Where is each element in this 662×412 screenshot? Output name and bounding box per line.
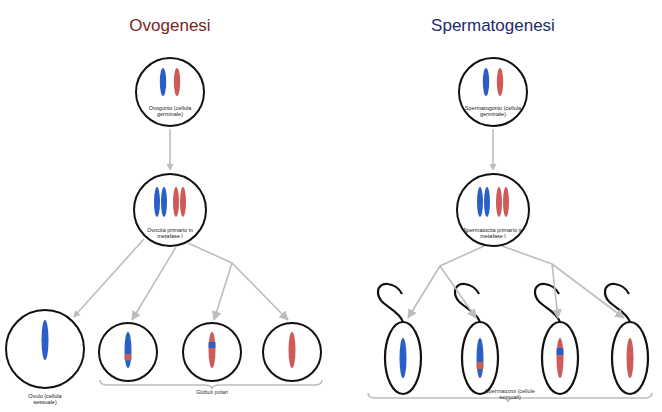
division-arrow — [492, 129, 494, 165]
cell-circle: Spermatocita primario in metafase I — [456, 173, 530, 247]
arrow-head — [490, 164, 497, 171]
cell-circle: Spermatogonio (cellula germinale) — [458, 57, 528, 127]
arrow-head — [73, 310, 80, 318]
chromosomes — [42, 68, 510, 381]
section-heading: Spermatogenesi — [383, 16, 603, 36]
cell-label: Spermatogonio (cellula germinale) — [463, 105, 523, 118]
division-lines — [132, 243, 624, 320]
chromosomes — [400, 338, 634, 378]
group-label: Globuli polari — [167, 389, 257, 395]
division-arrow — [77, 239, 144, 313]
cell-label: Ovulo (cellula sessuale) — [17, 393, 73, 406]
arrow-head — [167, 164, 174, 171]
cell-label: Ovocita primario in metafase I — [141, 227, 199, 240]
bracket — [100, 380, 652, 402]
section-heading: Ovogenesi — [60, 16, 280, 36]
cell-label: Ovogonio (cellula germinale) — [141, 105, 199, 118]
cell-circle: Ovulo (cellula sessuale) — [5, 309, 85, 389]
group-label: Spermatozoi (cellule sessuali) — [485, 388, 535, 401]
cell-label: Spermatocita primario in metafase I — [463, 227, 523, 240]
cell-circle: Ovocita primario in metafase I — [133, 173, 207, 247]
cell-circle: Ovogonio (cellula germinale) — [135, 57, 205, 127]
division-arrow — [169, 129, 171, 165]
